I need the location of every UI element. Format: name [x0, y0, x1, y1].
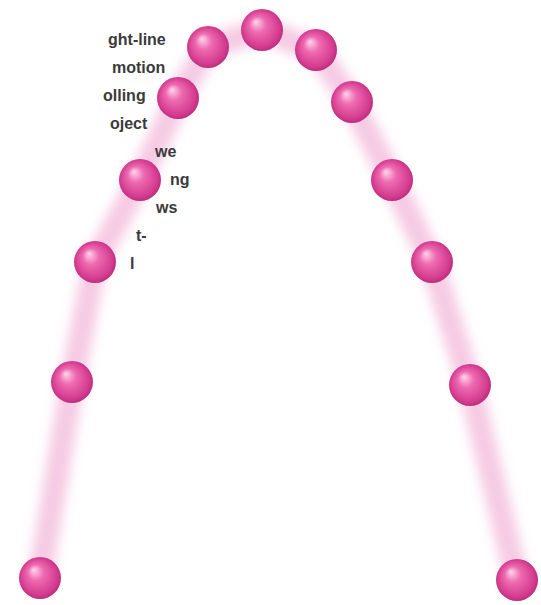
ball	[331, 81, 373, 123]
ball	[119, 159, 161, 201]
body-text-fragment: motion	[112, 58, 165, 78]
body-text-fragment: oject	[110, 114, 147, 134]
body-text-fragment: ws	[156, 198, 177, 218]
ball	[496, 559, 538, 601]
ball	[187, 26, 229, 68]
body-text-fragment: l	[130, 254, 134, 274]
ball	[74, 241, 116, 283]
body-text-fragment: ght-line	[108, 30, 166, 50]
body-text-fragment: olling	[103, 86, 146, 106]
motion-trail	[40, 30, 517, 580]
ball	[157, 77, 199, 119]
body-text-fragment: ng	[170, 170, 190, 190]
ball	[371, 159, 413, 201]
ball	[449, 364, 491, 406]
ball-positions	[19, 9, 538, 601]
ball	[51, 361, 93, 403]
ball	[295, 29, 337, 71]
ball	[19, 557, 61, 599]
ball	[241, 9, 283, 51]
body-text-fragment: we	[155, 142, 176, 162]
ball	[411, 241, 453, 283]
body-text-fragment: t-	[136, 226, 147, 246]
